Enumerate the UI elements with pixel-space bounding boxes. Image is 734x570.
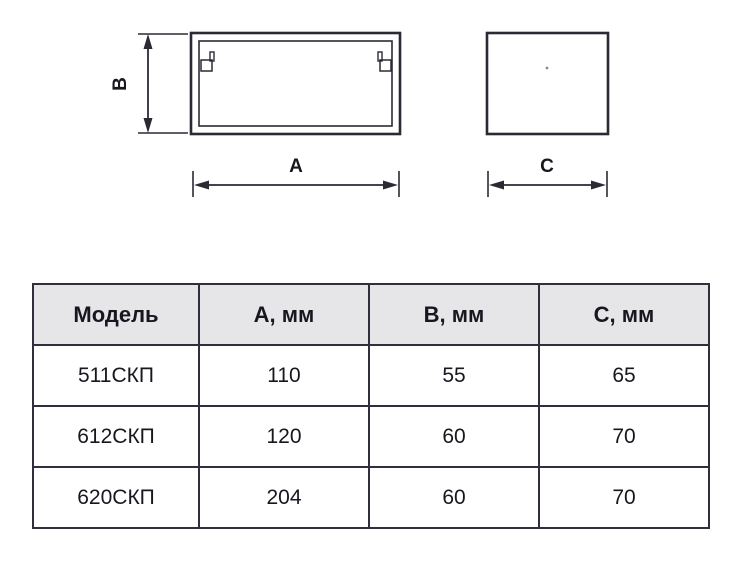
spec-table: Модель А, мм В, мм С, мм 511СКП 110 55 6… — [32, 283, 710, 529]
dim-label-b: B — [110, 77, 131, 91]
table-row: 620СКП 204 60 70 — [32, 466, 710, 529]
table-row: 612СКП 120 60 70 — [32, 405, 710, 468]
table-header-cell-b: В, мм — [368, 283, 540, 346]
dimension-a: A — [192, 156, 400, 197]
dimension-drawing: B A C — [110, 31, 610, 197]
dim-label-c: C — [540, 156, 554, 177]
table-cell: 204 — [198, 466, 370, 529]
table-cell: 110 — [198, 344, 370, 407]
table-row: 511СКП 110 55 65 — [32, 344, 710, 407]
side-view-box — [485, 31, 610, 136]
center-mark — [545, 66, 549, 70]
table-cell: 60 — [368, 466, 540, 529]
dimension-c: C — [487, 156, 608, 197]
table-cell: 55 — [368, 344, 540, 407]
table-cell: 65 — [538, 344, 710, 407]
table-cell-model: 612СКП — [32, 405, 200, 468]
table-cell: 120 — [198, 405, 370, 468]
table-header-cell-a: А, мм — [198, 283, 370, 346]
dimension-b: B — [110, 33, 188, 134]
clip-left-icon — [200, 51, 215, 72]
table-cell-model: 511СКП — [32, 344, 200, 407]
table-header-cell-c: С, мм — [538, 283, 710, 346]
clip-right-icon — [377, 51, 392, 72]
table-cell: 70 — [538, 405, 710, 468]
table-cell: 70 — [538, 466, 710, 529]
table-cell-model: 620СКП — [32, 466, 200, 529]
table-header-row: Модель А, мм В, мм С, мм — [32, 283, 710, 346]
table-header-cell-model: Модель — [32, 283, 200, 346]
front-view-box — [189, 31, 402, 136]
table-cell: 60 — [368, 405, 540, 468]
dim-label-a: A — [289, 156, 303, 177]
